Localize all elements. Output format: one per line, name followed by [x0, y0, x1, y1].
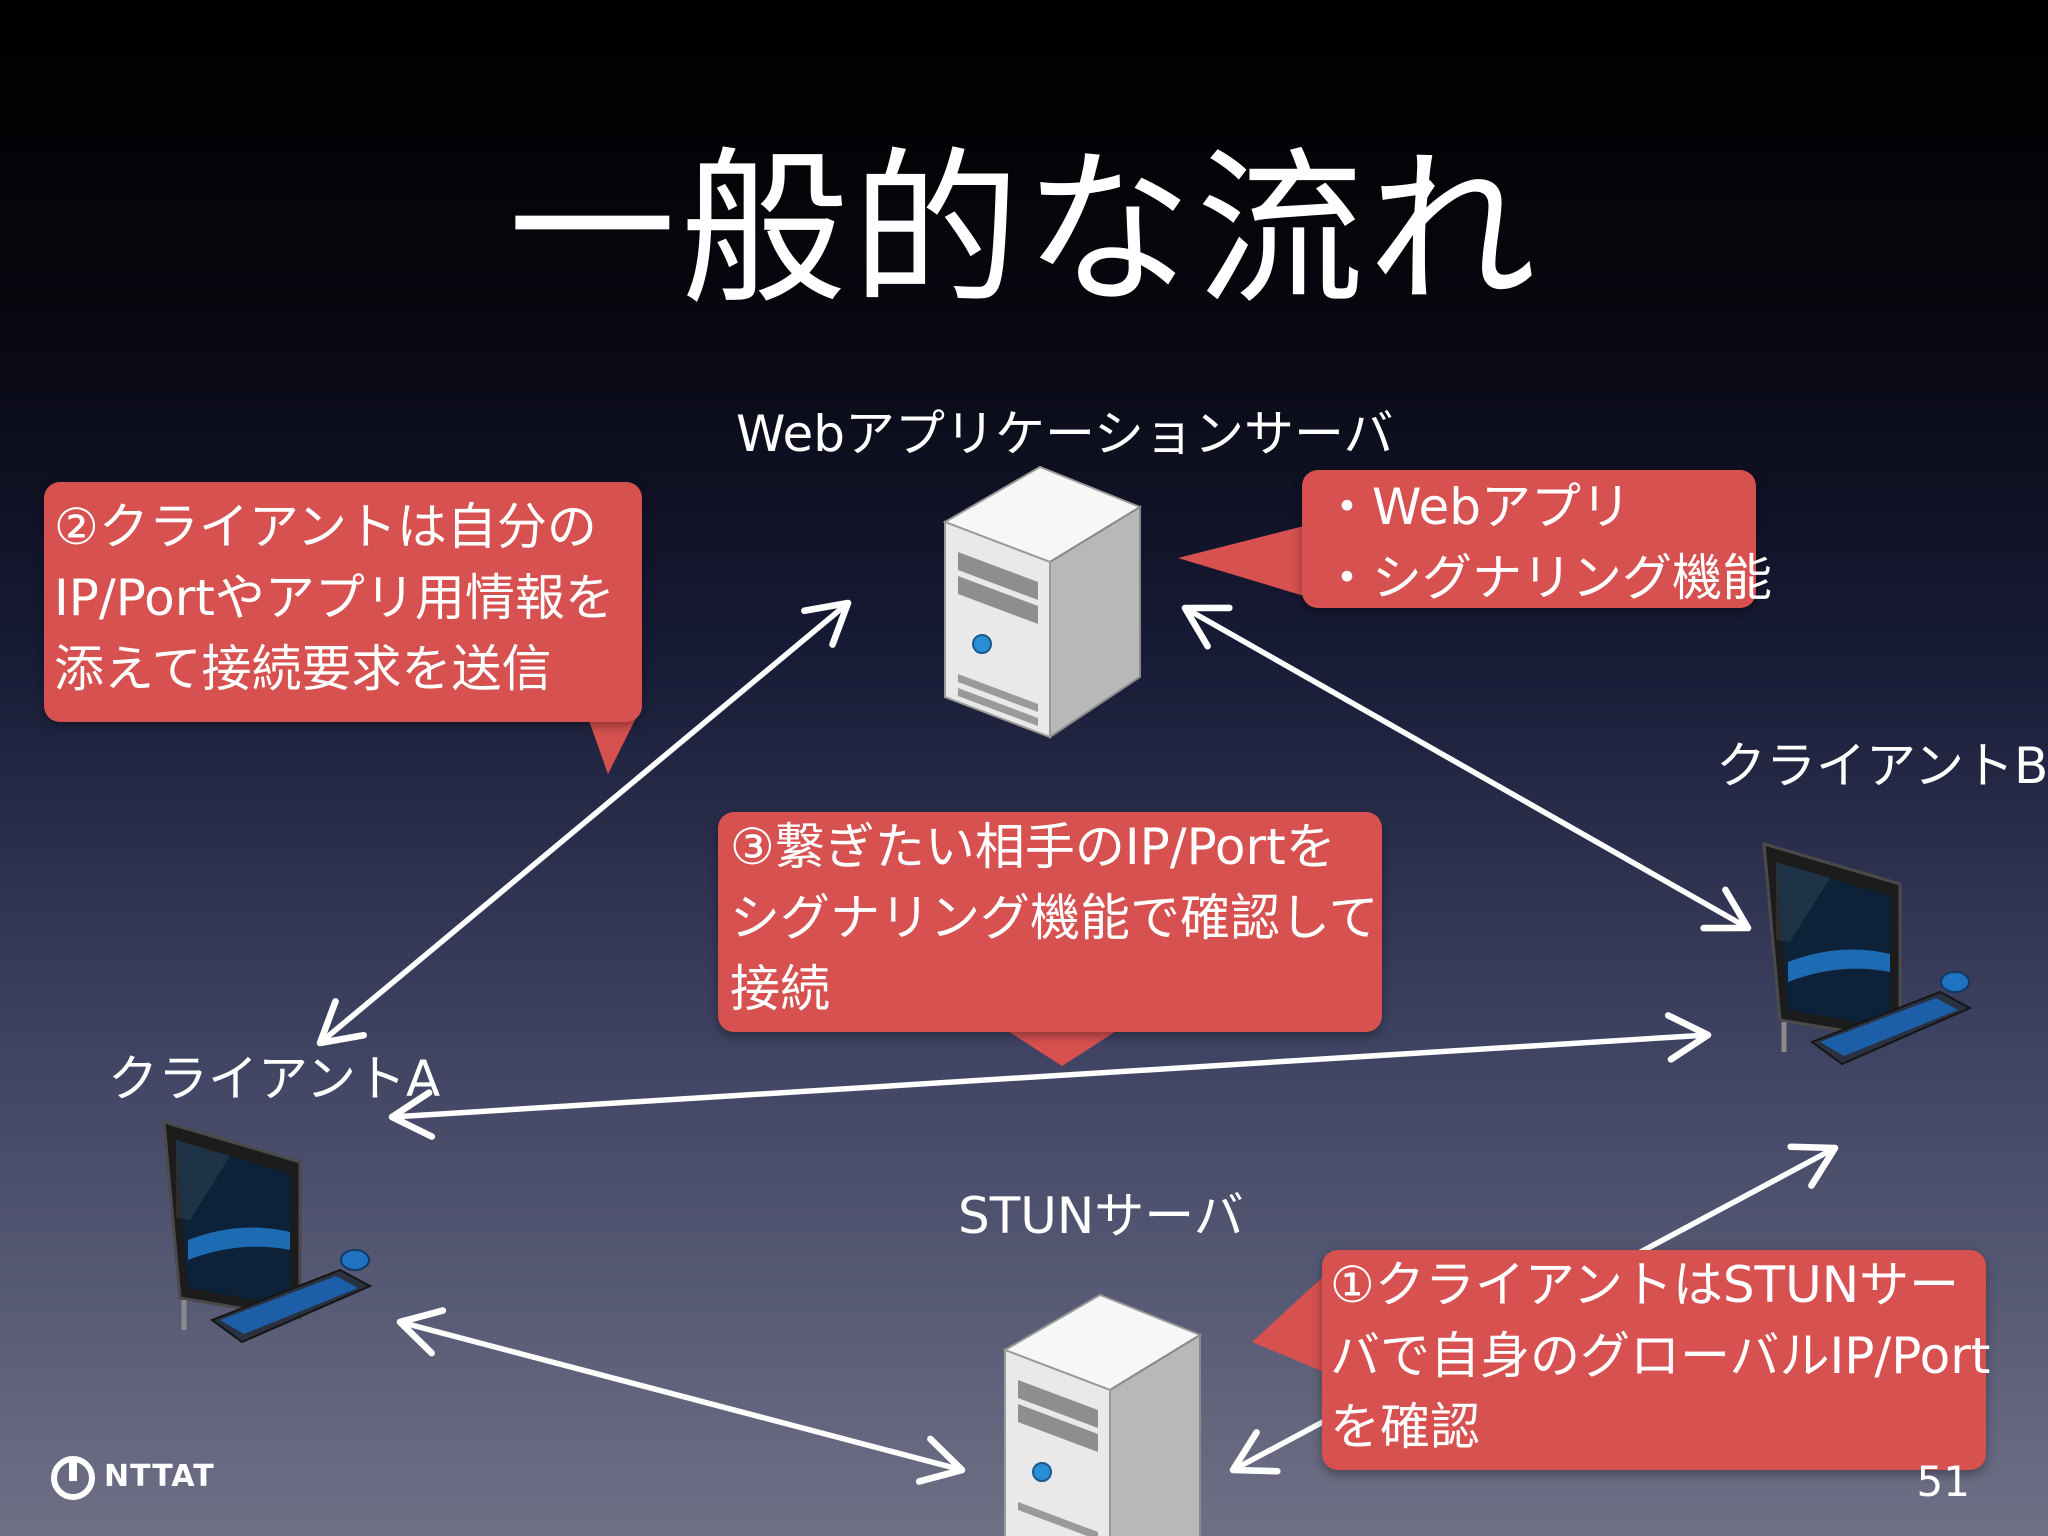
web-server-icon	[942, 465, 1143, 739]
step3-callout: ③繋ぎたい相手のIP/Portを シグナリング機能で確認して 接続	[718, 812, 1382, 1032]
step2-line-3: 添えて接続要求を送信	[54, 640, 552, 698]
slide-title: 一般的な流れ	[508, 132, 1540, 328]
step3-line-1: ③繋ぎたい相手のIP/Portを	[730, 818, 1336, 876]
step3-line-2: シグナリング機能で確認して	[730, 889, 1379, 947]
step1-callout-tail	[1252, 1276, 1324, 1372]
client-a-computer-icon	[162, 1120, 373, 1344]
arrow-clienta-clientb	[388, 1012, 1712, 1140]
step1-line-3: を確認	[1330, 1398, 1480, 1456]
nttat-logo-icon	[51, 1456, 95, 1500]
web-features-line-1: ・Webアプリ	[1322, 478, 1632, 536]
web-server-label: Webアプリケーションサーバ	[736, 405, 1394, 463]
web-features-callout-tail	[1178, 526, 1304, 596]
arrow-webserver-clientb	[1181, 604, 1752, 932]
client-a-label: クライアントA	[108, 1050, 441, 1108]
stun-server-label: STUNサーバ	[958, 1187, 1244, 1245]
step2-callout-tail	[588, 718, 636, 774]
step3-callout-tail	[1006, 1030, 1118, 1066]
arrow-clienta-stun	[396, 1307, 966, 1485]
arrow-clienta-webserver	[316, 599, 852, 1047]
step3-line-3: 接続	[730, 960, 830, 1018]
logo-text: NTTAT	[104, 1459, 215, 1494]
step1-callout: ①クライアントはSTUNサー バで自身のグローバルIP/Port を確認	[1322, 1250, 1991, 1470]
step2-line-2: IP/Portやアプリ用情報を	[54, 569, 615, 627]
stun-server-icon	[1002, 1293, 1203, 1536]
client-b-label: クライアントB	[1716, 737, 2048, 795]
step2-line-1: ②クライアントは自分の	[54, 498, 597, 556]
step2-callout: ②クライアントは自分の IP/Portやアプリ用情報を 添えて接続要求を送信	[44, 482, 642, 722]
step1-line-1: ①クライアントはSTUNサー	[1330, 1256, 1960, 1314]
page-number: 51	[1916, 1457, 1970, 1506]
step1-line-2: バで自身のグローバルIP/Port	[1330, 1327, 1991, 1385]
web-features-callout: ・Webアプリ ・シグナリング機能	[1302, 470, 1772, 608]
web-features-line-2: ・シグナリング機能	[1322, 549, 1772, 607]
nttat-logo: NTTAT	[50, 1455, 230, 1505]
client-b-computer-icon	[1762, 842, 1973, 1066]
